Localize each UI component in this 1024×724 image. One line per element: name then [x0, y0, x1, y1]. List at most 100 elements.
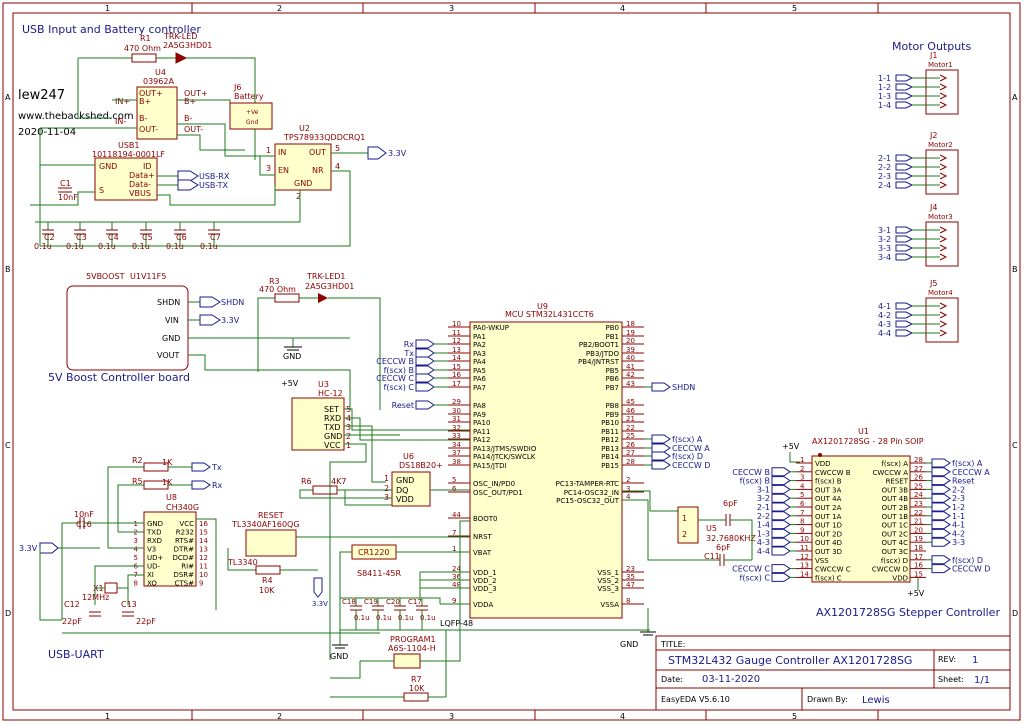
u8-lnum-4: 4	[134, 546, 139, 554]
u9-rpin-num-18: 18	[626, 320, 635, 328]
u9-value: MCU STM32L431CCT6	[505, 310, 594, 319]
section-usb-uart: USB-UART	[48, 648, 104, 661]
u1-lnet-5: 2-2	[757, 512, 770, 521]
j6-pin-pos: +Ve	[246, 109, 259, 116]
u8-pin-ud-: UD-	[147, 563, 161, 571]
net-usb-tx: USB-TX	[199, 181, 228, 190]
u1-lnum-1: 1	[800, 456, 804, 464]
u1-rport-7	[931, 520, 951, 530]
u9-rpin-num-22: 22	[626, 424, 635, 432]
u9-pin-pc13-tamper-rtc: PC13-TAMPER-RTC	[556, 480, 619, 488]
u5-pin-1: 1	[682, 514, 687, 523]
crystal-x1	[104, 582, 118, 594]
led1-icon	[318, 293, 328, 303]
u1-lport-4	[771, 502, 791, 512]
u1-lnum-12: 12	[800, 553, 809, 561]
u1-lpin-7: OUT 1A	[815, 513, 842, 521]
u1-lport-6	[771, 520, 791, 530]
u1-lnum-8: 8	[800, 518, 804, 526]
reset-net-3v3: 3.3V	[312, 600, 328, 608]
watermark-author: lew247	[18, 88, 65, 103]
u1-lnet-9: 4-4	[757, 547, 770, 556]
boost-net-shdn: SHDN	[221, 298, 244, 307]
u6-pin-dq: DQ	[396, 486, 408, 495]
mcu-net-ceccw-b: CECCW B	[376, 357, 414, 366]
cap-c3-value: 0.1u	[66, 242, 84, 251]
u1-rport-6	[931, 511, 951, 521]
net-port-3v3-top	[367, 146, 387, 160]
bat-value: S8411-45R	[357, 569, 402, 578]
u9-pin-vss-1: VSS_1	[597, 569, 619, 577]
grid-col-top-5: 5	[792, 4, 797, 13]
bat-ref: CR1220	[358, 548, 390, 557]
u9-pin-num-9: 9	[452, 597, 456, 605]
u1-rport-0	[931, 458, 951, 468]
u9-pin-pb15: PB15	[601, 462, 619, 470]
mcu-net-rx: Rx	[404, 340, 415, 349]
u1-lport-2	[771, 484, 791, 494]
mcu-net-shdn: SHDN	[672, 383, 695, 392]
u6-num-1: 1	[384, 474, 389, 483]
u4-chip	[136, 86, 178, 140]
u9-rpin-num-2: 2	[626, 476, 630, 484]
u1-rpin-27: CWCCW A	[872, 469, 908, 477]
u1-rport-9	[931, 537, 951, 547]
led-top-value: 2A5G3HD01	[163, 41, 212, 50]
u1-lpin-3: f(scx) B	[815, 478, 842, 486]
u1-rport-5	[931, 502, 951, 512]
u8-pin-v3: V3	[147, 546, 156, 554]
u1-lnum-4: 4	[800, 482, 805, 490]
u9-rpin-num-27: 27	[626, 449, 635, 457]
u9-pin-pa3: PA3	[473, 350, 486, 358]
title-block: TITLE: STM32L432 Gauge Controller AX1201…	[655, 635, 1011, 711]
u1-lnum-2: 2	[800, 465, 804, 473]
u9-ref: U9	[537, 302, 548, 311]
u1-rnum-24: 24	[914, 491, 923, 499]
u8-pin-ud-: UD+	[147, 554, 164, 562]
u9-pin-pa0-wkup: PA0-WKUP	[473, 324, 509, 332]
u1-pin1-dot	[818, 453, 822, 457]
boost-pin-gnd: GND	[162, 334, 180, 343]
cap-c4-ref: C4	[108, 233, 119, 242]
u9-rpin-num-42: 42	[626, 371, 635, 379]
u9-package: LQFP-48	[440, 619, 473, 628]
u1-rnet-5: 1-2	[952, 503, 965, 512]
u2-value: TPS78933QDDCRQ1	[283, 133, 365, 142]
u8-pin-rxd: RXD	[147, 537, 162, 545]
ds18b20-block: U6 DS18B20+ GND DQ VDD 1 2 3 R6 4K7	[299, 452, 470, 507]
boost-pin-vin: VIN	[165, 316, 179, 325]
mcu-net-reset: Reset	[392, 401, 414, 410]
u1-rpin-25: OUT 3B	[882, 486, 909, 494]
boost-value: U1V11F5	[130, 272, 166, 281]
u1-rport-10	[931, 555, 951, 565]
boost-pin-vout: VOUT	[157, 351, 179, 360]
boost-board	[66, 285, 189, 371]
mcu-net-shdn-port	[651, 382, 671, 392]
u9-pin-num-14: 14	[452, 354, 461, 362]
u9-pin-pb6: PB6	[606, 375, 620, 383]
mcu-net-ceccw-c-port	[415, 373, 435, 383]
u9-rpin-num-40: 40	[626, 354, 635, 362]
u9-pin-pb3-jtdo: PB3/JTDO	[586, 350, 620, 358]
u1-rpin-17: f(scx) D	[881, 557, 908, 565]
j6-value: Battery	[234, 92, 264, 101]
u9-pin-pa9: PA9	[473, 411, 486, 419]
u9-pin-pb11: PB11	[601, 428, 619, 436]
u9-pin-num-48: 48	[452, 581, 461, 589]
u9-pin-pa1: PA1	[473, 333, 486, 341]
u9-pin-num-6: 6	[452, 485, 457, 493]
title-value: STM32L432 Gauge Controller AX1201728SG	[668, 654, 912, 667]
led1-value: 2A5G3HD01	[305, 282, 354, 291]
u4-pin-in-minus: IN-	[115, 117, 126, 126]
mcu-net-fscx-d-port	[651, 451, 671, 461]
mcu-net-ceccw-a-port	[651, 443, 671, 453]
u1-lport-8	[771, 537, 791, 547]
u1-rport-11	[931, 564, 951, 574]
mcu-net-ceccw-a: CECCW A	[672, 444, 710, 453]
u1-rnet-4: 2-3	[952, 494, 965, 503]
r4-value: 10K	[259, 586, 275, 595]
motor-j5-ref: J5	[929, 279, 937, 288]
rtc-crystal-block: 1 2 U5 32.7680KHZ 6pF 6pF C11	[622, 490, 756, 566]
